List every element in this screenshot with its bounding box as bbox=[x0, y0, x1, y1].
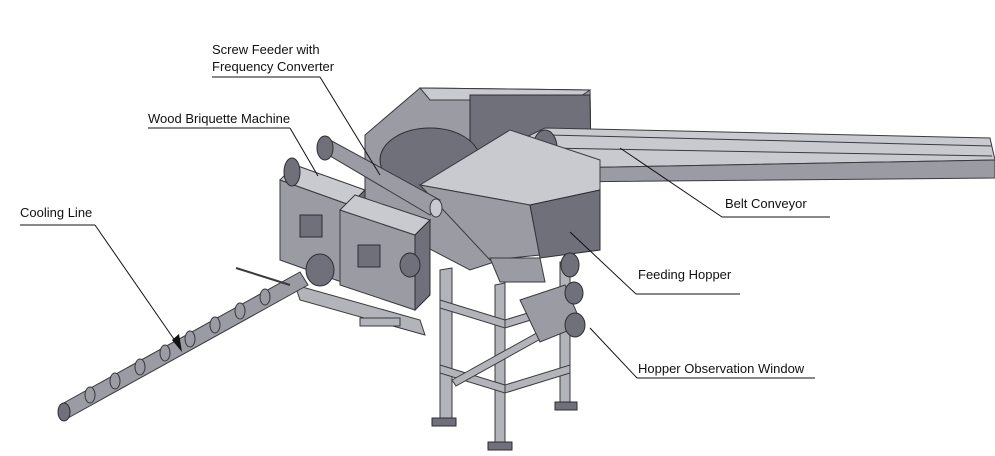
label-screw-feeder-line2: Frequency Converter bbox=[212, 59, 335, 74]
label-screw-feeder-line1: Screw Feeder with bbox=[212, 42, 320, 57]
label-hopper-observation-window: Hopper Observation Window bbox=[638, 361, 805, 376]
hopper-motor bbox=[519, 252, 586, 343]
briquette-machine-unit-2 bbox=[339, 194, 431, 312]
label-wood-briquette-machine: Wood Briquette Machine bbox=[148, 111, 291, 126]
machine-base bbox=[294, 253, 426, 336]
label-cooling-line: Cooling Line bbox=[20, 205, 93, 220]
label-feeding-hopper: Feeding Hopper bbox=[638, 267, 732, 282]
leader-lines bbox=[20, 76, 830, 379]
label-belt-conveyor: Belt Conveyor bbox=[725, 196, 807, 211]
feeding-hopper bbox=[418, 129, 601, 283]
cooling-line bbox=[57, 267, 309, 422]
screw-feeder bbox=[316, 135, 443, 218]
